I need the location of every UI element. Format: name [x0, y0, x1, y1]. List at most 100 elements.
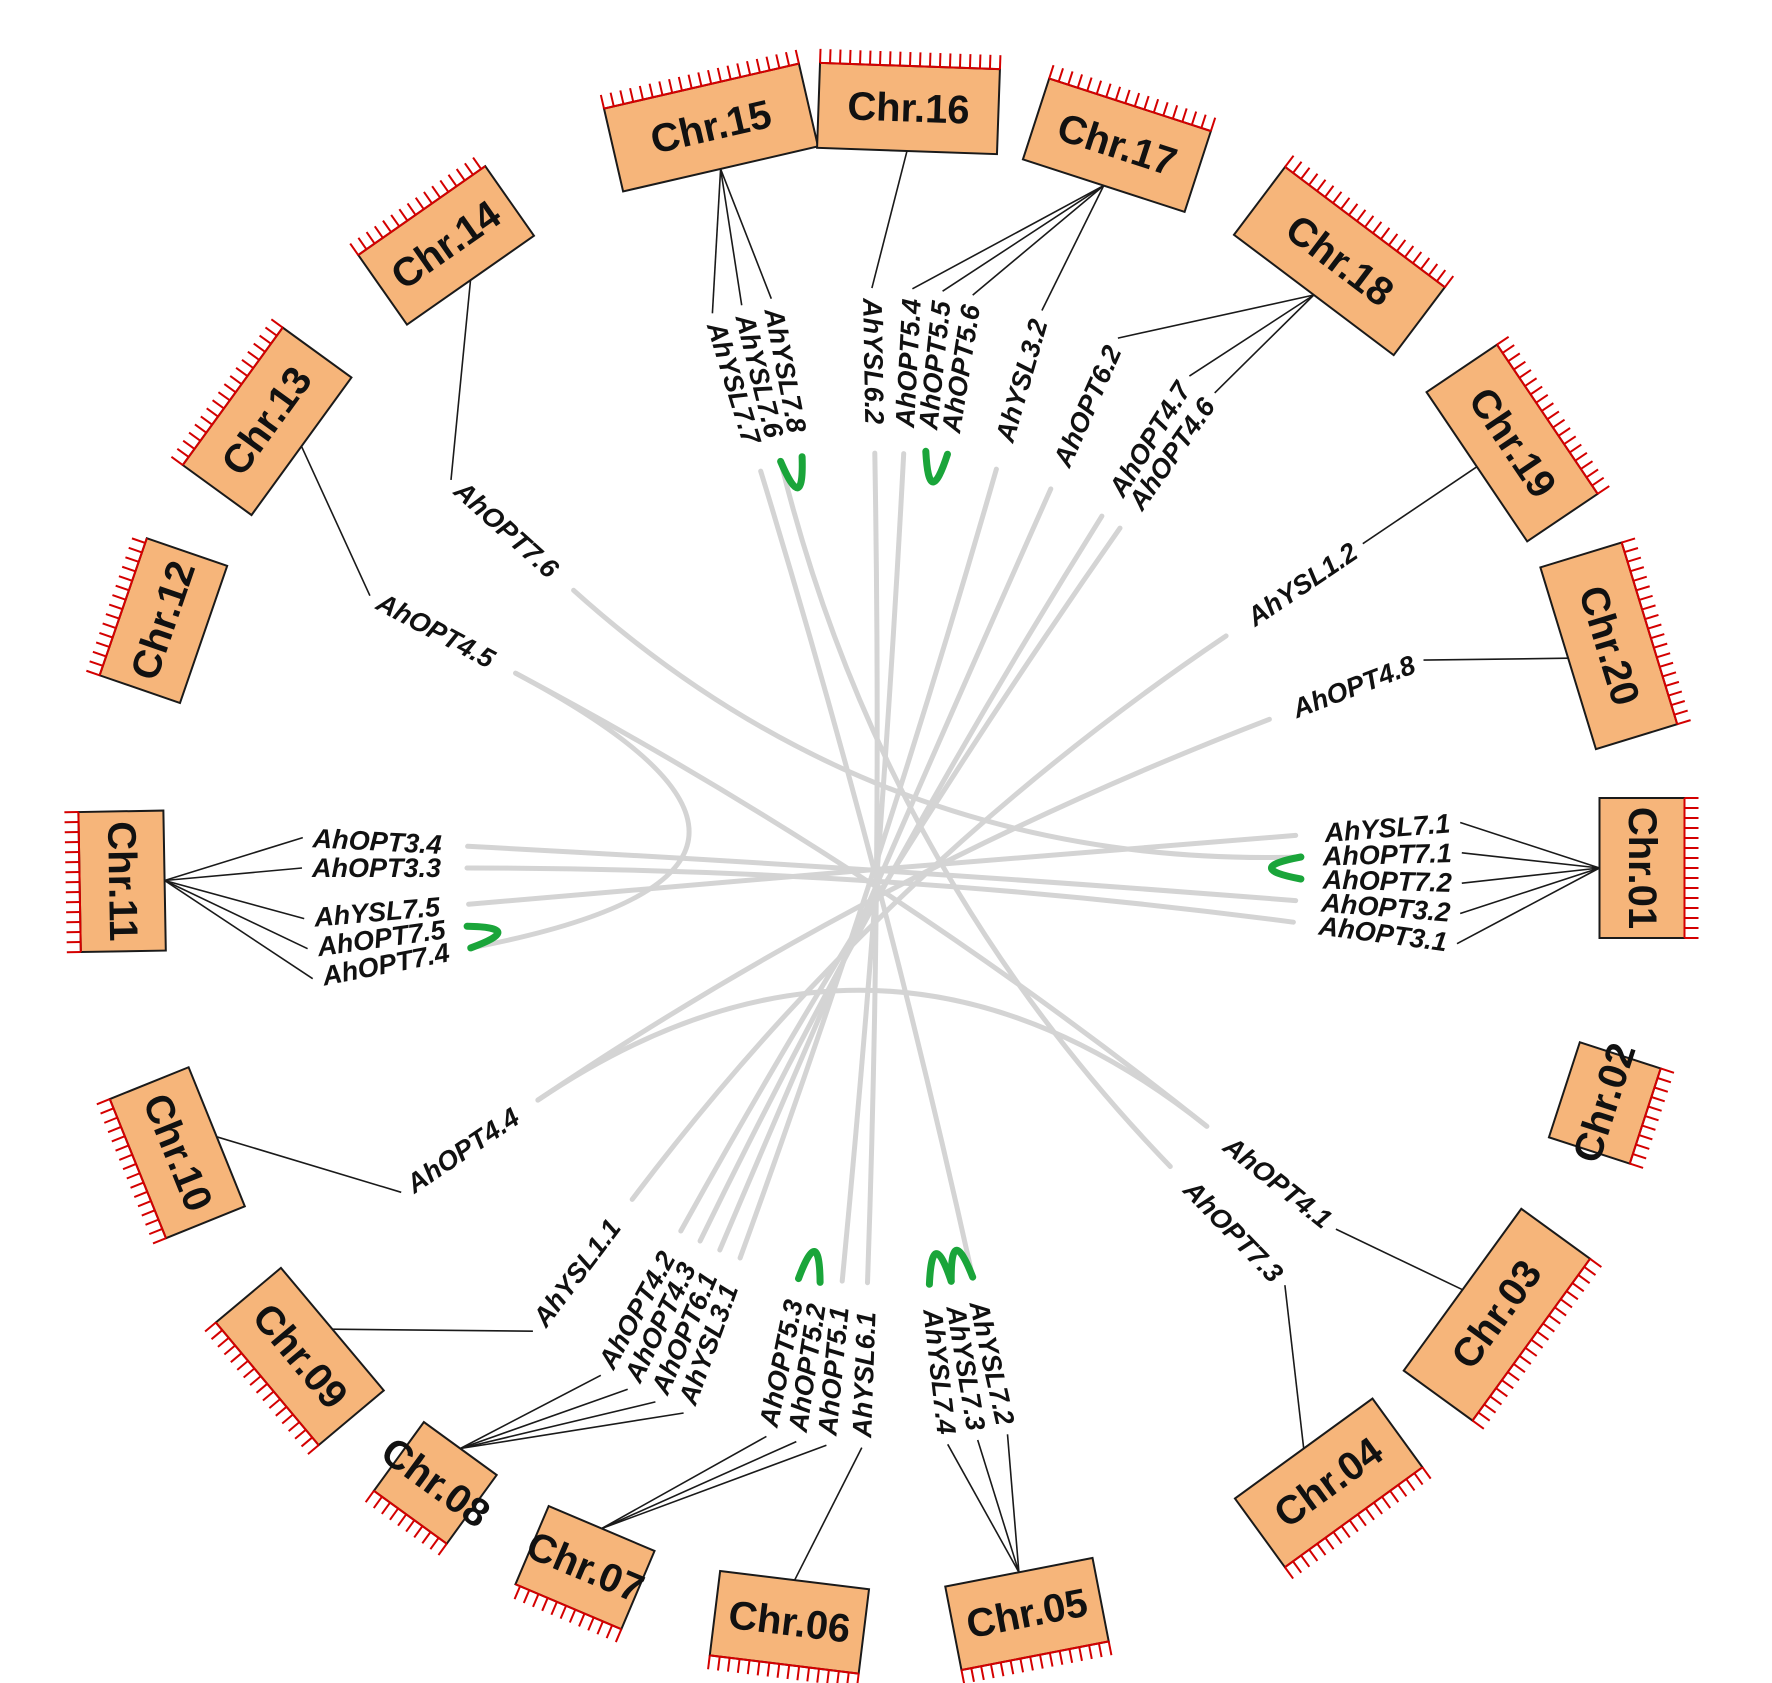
gene-leader-line	[793, 1447, 863, 1581]
segmental-link	[472, 670, 692, 950]
chromosome-chr19: Chr.19	[1425, 335, 1610, 543]
gene-leader-line	[164, 867, 303, 882]
chromosome-chr01: Chr.01	[1598, 797, 1699, 939]
segmental-duplication-links	[464, 450, 1300, 1286]
gene-leader-line	[460, 1388, 628, 1450]
chromosome-chr10: Chr.10	[96, 1065, 247, 1245]
gene-leader-line	[601, 1444, 827, 1530]
gene-leader-line	[1006, 1434, 1020, 1573]
chromosome-chr12: Chr.12	[86, 536, 229, 705]
chromosome-ticks	[599, 49, 800, 110]
chromosome-ticks	[1284, 1466, 1432, 1580]
gene-label-ahopt6-2: AhOPT6.2	[1047, 341, 1127, 472]
gene-leader-line	[1362, 466, 1478, 545]
chromosome-ticks	[1048, 64, 1217, 132]
gene-leader-line	[164, 879, 314, 980]
gene-leader-line	[942, 184, 1105, 292]
tandem-link	[947, 1246, 977, 1285]
gene-leader-line	[912, 184, 1105, 290]
chromosome-label: Chr.16	[847, 84, 971, 132]
gene-leader-lines	[164, 150, 1600, 1581]
gene-leader-line	[164, 879, 308, 950]
gene-label-ahysl3-2: AhYSL3.2	[990, 316, 1054, 446]
tandem-link	[922, 447, 951, 486]
segmental-link	[737, 466, 999, 1261]
chromosome-chr13: Chr.13	[170, 318, 353, 517]
tandem-link	[925, 1250, 955, 1288]
chromosome-chr09: Chr.09	[204, 1266, 386, 1455]
segmental-link	[839, 451, 907, 1284]
gene-leader-line	[1335, 1228, 1463, 1291]
gene-leader-line	[460, 1412, 684, 1450]
gene-label-ahopt4-8: AhOPT4.8	[1287, 650, 1419, 725]
chromosome-ticks	[960, 1640, 1113, 1683]
gene-leader-line	[719, 168, 773, 299]
gene-leader-line	[164, 879, 305, 920]
gene-label-ahopt7-6: AhOPT7.6	[448, 475, 565, 585]
chromosome-ticks	[1496, 335, 1610, 495]
chromosome-ticks	[819, 48, 1002, 71]
gene-label-ahysl1-1: AhYSL1.1	[526, 1214, 626, 1334]
gene-leader-line	[1214, 294, 1315, 394]
gene-leader-line	[164, 836, 304, 882]
chromosome-ticks	[1284, 155, 1455, 289]
gene-leader-line	[1456, 867, 1600, 945]
chromosome-ticks	[1628, 1067, 1675, 1169]
gene-leader-line	[1461, 867, 1600, 884]
chromosome-chr17: Chr.17	[1021, 64, 1217, 214]
chromosome-ticks	[707, 1654, 860, 1683]
gene-leader-line	[601, 1440, 797, 1530]
gene-leader-line	[1459, 821, 1600, 869]
gene-leader-line	[711, 168, 722, 314]
segmental-link	[571, 587, 1300, 861]
chromosome-label: Chr.01	[1620, 807, 1664, 929]
gene-leader-line	[1284, 1285, 1305, 1449]
gene-label-ahysl6-2: AhYSL6.2	[857, 297, 889, 425]
gene-leader-line	[1188, 294, 1315, 377]
chromosome-ticks	[364, 1490, 448, 1556]
tandem-link	[1267, 853, 1305, 883]
gene-leader-line	[947, 1443, 1020, 1573]
segmental-link	[629, 633, 1229, 1202]
gene-label-ahopt3-4: AhOPT3.4	[311, 823, 442, 860]
chromosome-ticks	[1683, 797, 1699, 939]
gene-leader-line	[719, 168, 743, 306]
chromosome-ticks	[86, 537, 148, 677]
gene-leader-line	[332, 1328, 533, 1332]
segmental-link	[697, 513, 1105, 1244]
chromosome-ticks	[204, 1321, 320, 1455]
chromosome-chr16: Chr.16	[816, 48, 1002, 156]
chromosome-ticks	[64, 811, 82, 954]
chromosome-ticks	[170, 318, 284, 466]
gene-leader-line	[450, 280, 472, 480]
chromosome-chr15: Chr.15	[599, 49, 820, 193]
tandem-link	[777, 453, 806, 492]
chromosome-chr20: Chr.20	[1539, 537, 1691, 751]
tandem-link	[795, 1248, 824, 1286]
gene-leader-line	[1117, 294, 1314, 339]
chromosome-ticks	[1620, 537, 1691, 726]
gene-label-ahopt7-2: AhOPT7.2	[1321, 865, 1452, 898]
segmental-link	[535, 716, 1272, 1103]
chromosome-ticks	[96, 1098, 167, 1245]
gene-leader-line	[460, 1401, 656, 1450]
gene-leader-line	[1041, 185, 1105, 311]
segmental-link	[464, 865, 1296, 925]
segmental-link	[535, 987, 1210, 1129]
gene-label-ahysl6-1: AhYSL6.1	[847, 1311, 881, 1439]
gene-label-ahopt3-3: AhOPT3.3	[311, 853, 441, 883]
gene-leader-line	[300, 445, 371, 597]
chromosome-chr03: Chr.03	[1402, 1207, 1602, 1430]
segmental-link	[779, 462, 1173, 1169]
chromosome-chr04: Chr.04	[1233, 1397, 1432, 1580]
gene-leader-line	[1461, 852, 1600, 869]
chromosome-label: Chr.11	[99, 821, 145, 942]
gene-label-ahopt4-5: AhOPT4.5	[371, 587, 501, 675]
segmental-link	[717, 486, 1054, 1253]
chromosome-chr11: Chr.11	[64, 809, 167, 954]
chromosome-ticks	[513, 1583, 623, 1643]
gene-label-ahopt7-1: AhOPT7.1	[1321, 838, 1452, 871]
chromosome-chr14: Chr.14	[349, 156, 536, 327]
gene-label-ahysl1-2: AhYSL1.2	[1241, 537, 1363, 633]
